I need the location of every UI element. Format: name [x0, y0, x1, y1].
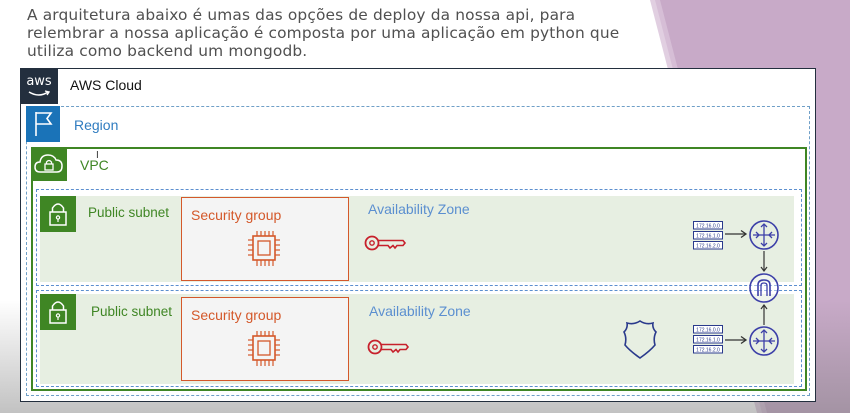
- padlock-icon: [40, 196, 76, 232]
- availability-zone-1: [36, 189, 802, 286]
- key-icon: [367, 339, 410, 355]
- route-table-icon: 172.16.0.0 172.16.1.0 172.16.2.0: [693, 221, 723, 250]
- security-group-1: [181, 197, 349, 281]
- connector-arrow-icon: [760, 251, 768, 272]
- availability-zone-label-1: Availability Zone: [368, 201, 470, 217]
- aws-logo-text: aws: [26, 74, 52, 89]
- route-entry-1-3: 172.16.2.0: [696, 244, 720, 250]
- route-entry-2-1: 172.16.0.0: [696, 328, 720, 334]
- security-group-label-2: Security group: [191, 307, 282, 323]
- aws-cloud-label: AWS Cloud: [70, 77, 142, 93]
- intro-line-2: relembrar a nossa aplicação é composta p…: [27, 24, 620, 42]
- key-icon: [364, 235, 407, 251]
- availability-zone-label-2: Availability Zone: [369, 303, 471, 319]
- public-subnet-2: [40, 294, 794, 384]
- route-entry-1-1: 172.16.0.0: [696, 224, 720, 230]
- aws-logo: aws: [20, 68, 58, 104]
- intro-paragraph: A arquitetura abaixo é umas das opções d…: [27, 6, 677, 60]
- router-icon: [749, 220, 779, 250]
- cloud-lock-icon: [31, 147, 67, 181]
- public-subnet-label-1: Public subnet: [88, 205, 170, 220]
- text-cursor-icon: I: [96, 150, 99, 161]
- connector-arrow-icon: [760, 304, 768, 325]
- public-subnet-1: [40, 196, 794, 282]
- route-entry-2-3: 172.16.2.0: [696, 348, 720, 354]
- chip-icon: [248, 331, 280, 366]
- route-table-icon: 172.16.0.0 172.16.1.0 172.16.2.0: [693, 325, 723, 354]
- vpc-label: VPC: [80, 157, 109, 173]
- region-group: [26, 106, 810, 396]
- aws-smile-icon: [28, 90, 50, 96]
- route-entry-2-2: 172.16.1.0: [696, 338, 720, 344]
- flag-icon: [26, 106, 60, 142]
- router-icon: [749, 326, 779, 356]
- internet-gateway-icon: [749, 273, 779, 303]
- arrow-right-icon: [725, 335, 748, 345]
- security-group-label-1: Security group: [191, 207, 282, 223]
- intro-line-3: utiliza como backend um mongodb.: [27, 42, 308, 60]
- shield-icon: [623, 320, 657, 359]
- region-label: Region: [74, 117, 119, 133]
- security-group-2: [181, 297, 349, 381]
- padlock-icon: [40, 294, 76, 330]
- chip-icon: [248, 231, 280, 266]
- route-entry-1-2: 172.16.1.0: [696, 234, 720, 240]
- vpc-group: [31, 147, 807, 391]
- intro-line-1: A arquitetura abaixo é umas das opções d…: [27, 6, 576, 24]
- arrow-right-icon: [725, 229, 748, 239]
- public-subnet-label-2: Public subnet: [91, 304, 173, 319]
- availability-zone-2: [36, 290, 802, 387]
